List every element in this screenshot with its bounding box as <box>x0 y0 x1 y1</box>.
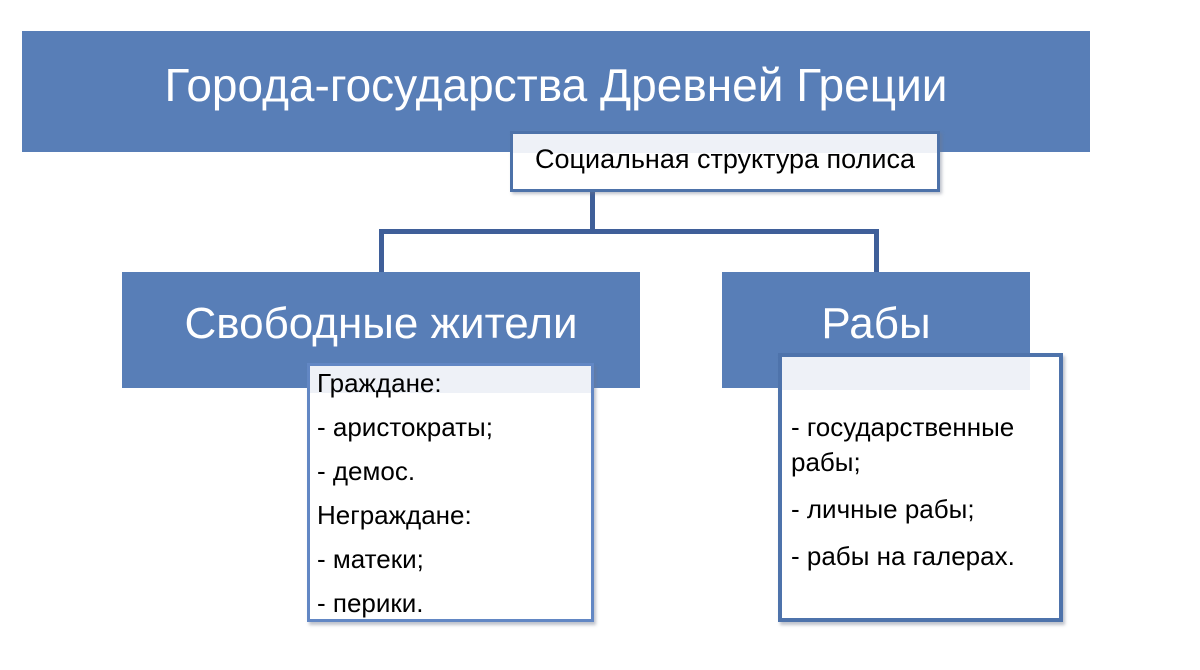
root-node-strip <box>513 134 937 153</box>
list-item: Граждане: <box>317 368 442 398</box>
connector-left-drop <box>379 229 384 273</box>
slide-title: Города-государства Древней Греции <box>164 58 948 111</box>
branch-left-detail-strip <box>310 366 591 393</box>
list-item: - аристократы; <box>317 412 493 442</box>
root-node-label: Социальная структура полиса <box>535 144 915 174</box>
branch-right-header-label: Рабы <box>821 299 931 348</box>
list-item: - личные рабы; <box>791 494 975 524</box>
branch-right-detail-box: - государственные рабы; - личные рабы; -… <box>778 353 1063 622</box>
list-item: Неграждане: <box>317 500 472 530</box>
root-node-box: Социальная структура полиса <box>510 131 940 192</box>
branch-left-detail-box: Граждане: - аристократы; - демос. Неграж… <box>307 363 594 622</box>
branch-left-header-box: Свободные жители <box>122 272 640 388</box>
list-item: - перики. <box>317 588 424 618</box>
list-item: - государственные рабы; <box>791 412 1015 477</box>
list-item: - матеки; <box>317 544 424 574</box>
connector-root-stem <box>590 192 595 232</box>
branch-right-detail-list: - государственные рабы; - личные рабы; -… <box>782 357 1059 574</box>
list-item: - демос. <box>317 456 416 486</box>
branch-left-header-label: Свободные жители <box>184 299 578 348</box>
branch-right-detail-strip <box>782 357 1030 390</box>
connector-right-drop <box>874 229 879 273</box>
connector-branch-bar <box>379 229 879 234</box>
list-item: - рабы на галерах. <box>791 541 1015 571</box>
branch-left-detail-list: Граждане: - аристократы; - демос. Неграж… <box>310 366 591 618</box>
